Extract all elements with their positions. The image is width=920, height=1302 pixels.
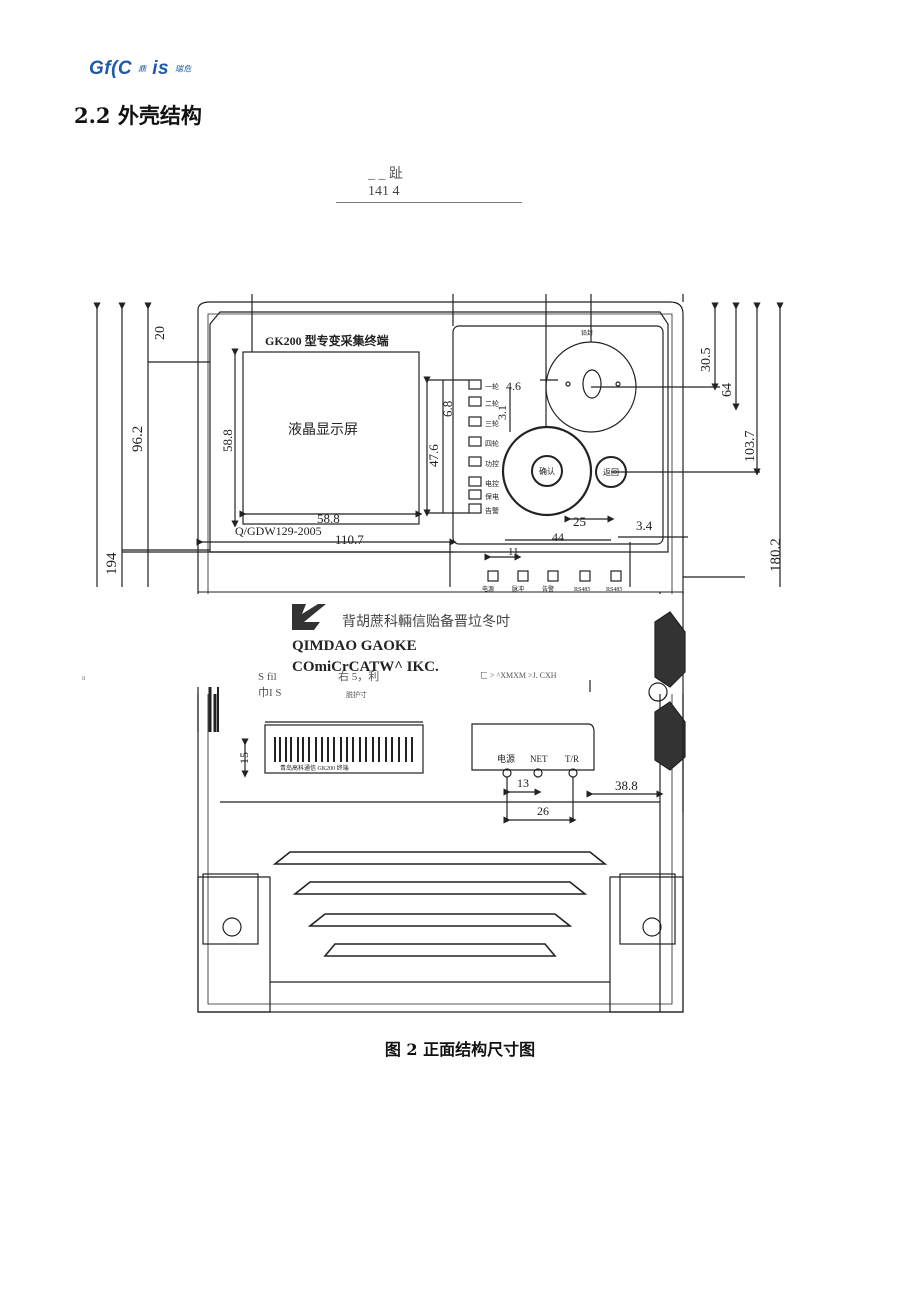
figure-caption: 图 2 正面结构尺寸图 [384,1040,536,1059]
comm-port-box [471,723,595,771]
dim-25: 25 [573,514,586,529]
led-label-4: 四轮 [485,439,499,448]
top-note-line1: _ _ 趾 [368,167,403,182]
terminal-label-4: RS485 [574,587,590,593]
dim-44: 44 [552,530,564,544]
barcode-label [264,724,424,774]
dim-6-8: 6.8 [440,401,455,417]
section-title: 2.2 外壳结构 [74,103,202,128]
top-note-line2: 141 4 [368,184,400,199]
led-label-1: 一轮 [485,382,499,391]
dim-64: 64 [720,383,735,397]
dim-194: 194 [104,552,120,575]
terminal-label-1: 电源 [482,585,494,593]
nameplate-left-2: 巾I S [258,685,282,699]
nameplate-mid-1: 右 5，利 [338,669,379,683]
led-label-2: 二轮 [485,399,499,408]
nameplate-right: 匚 > ^XMXM >J. CXH [480,671,557,680]
control-panel [452,325,664,545]
dim-58-8-v: 58.8 [220,429,235,452]
device-model-label: GK200 型专变采集终端 [265,333,389,348]
port-label-net: NET [530,754,548,764]
seal-label: 铅封 [581,329,593,337]
dim-13: 13 [517,776,529,790]
led-label-8: 告警 [485,506,499,515]
led-label-6: 电控 [485,479,499,488]
company-name-en-2: COmiCrCATW^ IKC. [292,659,439,675]
dim-96-2: 96.2 [130,426,146,452]
company-name-cn: 背胡蔗科輛信贻备晋垃冬吋 [342,613,510,630]
terminal-label-5: RS485 [606,587,622,593]
front-structure-diagram: GK200 型专变采集终端 液晶显示屏 Q/GDW129-2005 一轮 二轮 … [70,292,800,1022]
lcd-screen [242,351,420,525]
dim-103-7: 103.7 [743,431,758,463]
dim-180-2: 180.2 [768,538,784,572]
led-label-3: 三轮 [485,419,499,428]
company-name-en-1: QIMDAO GAOKE [292,638,417,654]
top-note-rule [336,202,522,203]
standard-label: Q/GDW129-2005 [235,524,322,538]
nameplate-mid-2: 脱护寸 [346,690,367,699]
company-logo-mark [292,604,326,630]
dim-3-1: 3.1 [495,405,509,420]
dim-3-4: 3.4 [636,518,653,533]
return-button-label: 返回 [603,468,619,477]
barcode-caption: 青岛高科通信 GK200 终端 [280,764,349,772]
dim-15: 15 [237,752,251,764]
logo-text-small-2: 瑞危 [174,64,192,74]
dim-20: 20 [153,326,168,340]
led-label-7: 保电 [485,492,499,501]
terminal-label-3: 告警 [542,585,554,593]
logo-text-mid: is [152,58,170,79]
port-label-power: 电源 [497,753,515,764]
dim-4-6: 4.6 [506,379,521,393]
housing-outline [197,301,684,1013]
nameplate-tiny: n [82,674,86,682]
company-logo: Gf(C 鼎 is 瑞危 [89,58,192,80]
dim-30-5: 30.5 [699,348,714,373]
dim-26: 26 [537,804,549,818]
lcd-label: 液晶显示屏 [288,422,358,438]
dim-58-8-h: 58.8 [317,511,340,526]
dim-110-7: 110.7 [335,532,364,547]
logo-text-small: 鼎 [137,64,147,74]
terminal-label-2: 脉冲 [512,585,524,593]
display-window [209,311,669,553]
dim-11: 11 [508,546,519,558]
port-label-tr: T/R [565,754,579,764]
dim-38-8: 38.8 [615,778,638,793]
diagram-svg: GK200 型专变采集终端 液晶显示屏 Q/GDW129-2005 一轮 二轮 … [82,294,800,1013]
keypad[interactable] [501,425,593,517]
dim-47-6: 47.6 [426,444,441,467]
led-label-5: 功控 [485,459,499,468]
nameplate-left-1: S fil [258,671,277,683]
keypad-center-label: 确认 [539,466,555,476]
logo-text-main: Gf(C [89,58,133,79]
